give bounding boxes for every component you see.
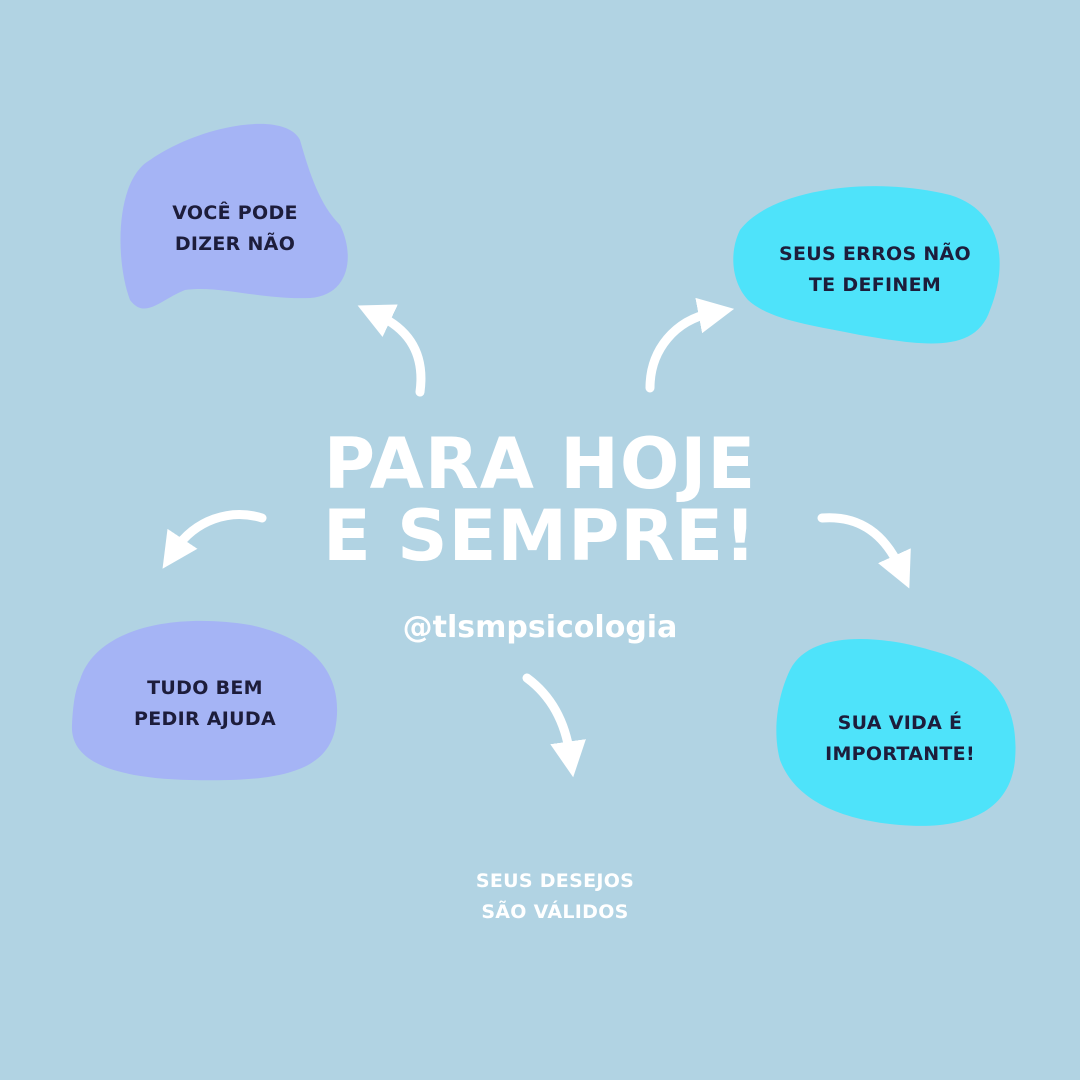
- main-title: PARA HOJE E SEMPRE!: [240, 428, 840, 572]
- message-you-can-say-no: VOCÊ PODE DIZER NÃO: [120, 198, 350, 260]
- arrow-up-right-icon: [645, 297, 735, 393]
- arrow-left-icon: [162, 510, 267, 569]
- message-line: IMPORTANTE!: [825, 743, 975, 765]
- blob-top-right: [733, 186, 1000, 344]
- blob-bottom-left: [71, 620, 338, 781]
- message-line: PEDIR AJUDA: [134, 708, 276, 730]
- title-line-2: E SEMPRE!: [322, 495, 758, 577]
- message-mistakes-dont-define: SEUS ERROS NÃO TE DEFINEM: [745, 239, 1005, 301]
- arrow-right-icon: [817, 513, 911, 589]
- message-your-life-matters: SUA VIDA É IMPORTANTE!: [785, 708, 1015, 770]
- message-line: TUDO BEM: [147, 677, 263, 699]
- arrow-up-left-icon: [357, 304, 426, 397]
- message-ask-for-help: TUDO BEM PEDIR AJUDA: [90, 673, 320, 735]
- blob-bottom-right: [776, 638, 1016, 826]
- social-handle: @tlsmpsicologia: [402, 610, 678, 645]
- message-line: TE DEFINEM: [808, 274, 942, 296]
- message-line: SEUS ERROS NÃO: [778, 243, 972, 265]
- message-line: DIZER NÃO: [174, 233, 296, 255]
- title-line-1: PARA HOJE: [323, 423, 757, 505]
- blob-top-left: [120, 123, 348, 309]
- message-line: SÃO VÁLIDOS: [481, 901, 629, 923]
- message-line: SUA VIDA É: [837, 712, 963, 734]
- message-line: VOCÊ PODE: [172, 202, 298, 224]
- arrow-down-icon: [522, 673, 586, 778]
- message-desires-valid: SEUS DESEJOS SÃO VÁLIDOS: [430, 866, 680, 928]
- message-line: SEUS DESEJOS: [475, 870, 635, 892]
